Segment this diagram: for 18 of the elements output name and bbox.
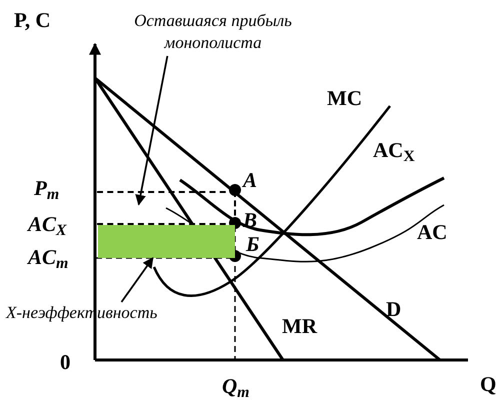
axis-label: Q [480, 372, 496, 396]
curve-label: MC [327, 86, 362, 110]
axis-value: Q$_{m}$ [222, 374, 250, 398]
point-label: A [243, 168, 258, 192]
leader-arrow [120, 257, 154, 303]
axis-value: 0 [60, 350, 70, 374]
curve-label: AC [417, 220, 448, 244]
curve-label: MR [282, 314, 317, 338]
point-label: Б [246, 232, 260, 256]
shaded-area [98, 225, 235, 258]
axis-value: P$_{m}$ [34, 176, 60, 200]
curve-label: AC$_{X}$ [373, 138, 415, 162]
axis-value: AC$_{X}$ [28, 212, 67, 236]
leader-arrow [135, 56, 168, 206]
annotation-text: Оставшаяся прибыль монополиста [118, 10, 308, 56]
axis-value: AC$_{m}$ [28, 245, 68, 269]
curve-label: D [386, 297, 402, 321]
axis-label: P, C [14, 8, 51, 32]
